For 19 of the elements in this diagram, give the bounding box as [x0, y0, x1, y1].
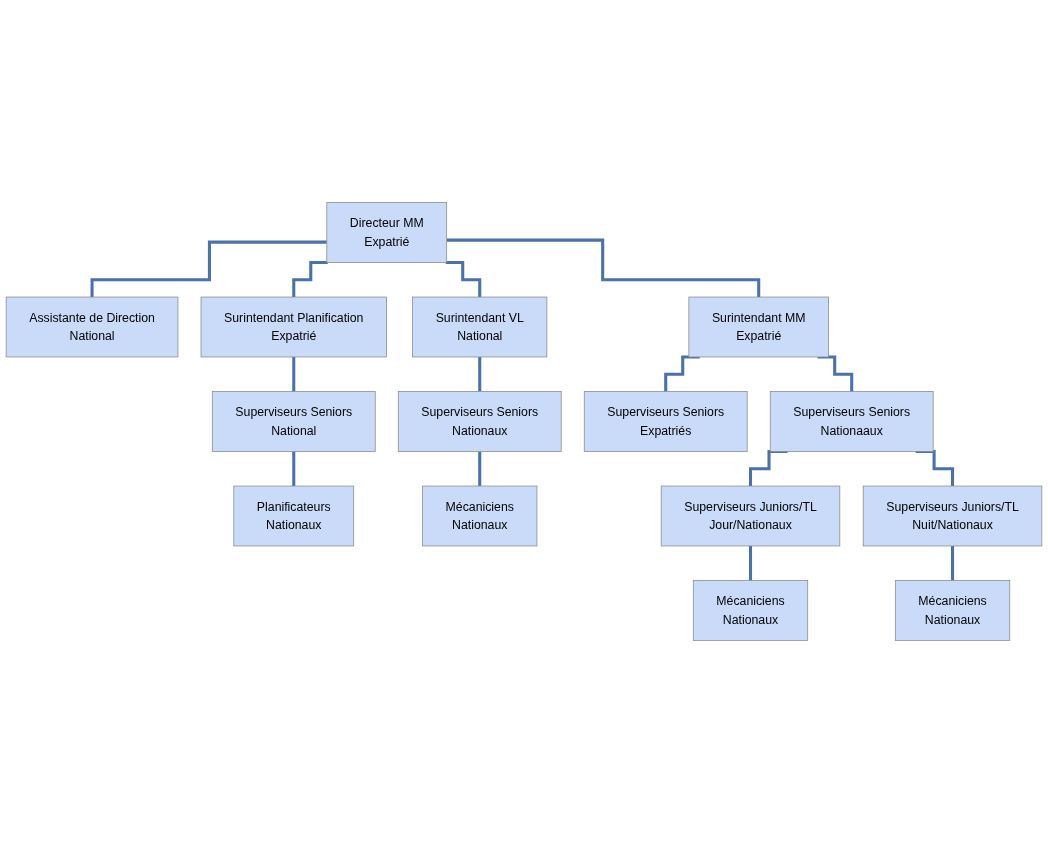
node-box: Superviseurs Juniors/TL Nuit/Nationaux — [862, 485, 1043, 547]
node-box: Surintendant Planification Expatrié — [200, 296, 387, 358]
node-box: Superviseurs Seniors National — [211, 391, 376, 452]
node-box: Mécaniciens Nationaux — [692, 580, 809, 641]
node-box: Directeur MM Expatrié — [326, 202, 448, 263]
node-box: Mécaniciens Nationaux — [422, 485, 538, 547]
connector — [90, 240, 327, 299]
node-box: Surintendant MM Expatrié — [688, 296, 829, 358]
connector — [445, 260, 482, 299]
node-box: Superviseurs Seniors Nationaux — [397, 391, 562, 452]
node-box: Surintendant VL National — [412, 296, 548, 358]
node-box: Superviseurs Juniors/TL Jour/Nationaux — [660, 485, 841, 547]
connector — [446, 238, 761, 299]
node-box: Superviseurs Seniors Expatriés — [583, 391, 748, 452]
node-box: Assistante de Direction National — [5, 296, 179, 358]
node-box: Superviseurs Seniors Nationaaux — [769, 391, 934, 452]
node-box: Mécaniciens Nationaux — [894, 580, 1011, 641]
connector — [292, 260, 328, 299]
node-box: Planificateurs Nationaux — [233, 485, 355, 547]
